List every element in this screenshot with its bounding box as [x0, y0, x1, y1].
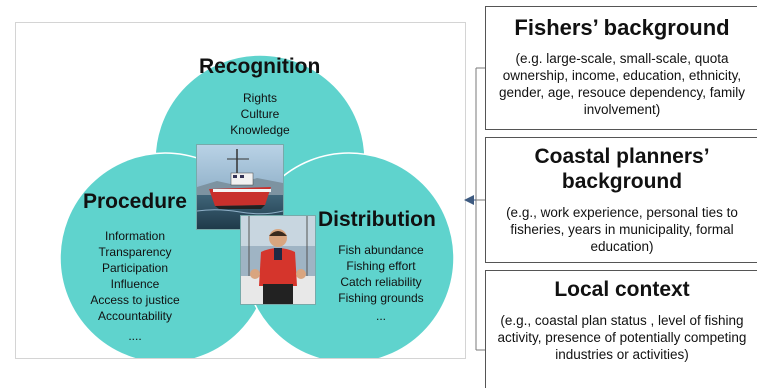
distribution-item: Fishing effort [346, 259, 416, 273]
procedure-item: Information [104, 229, 166, 243]
distribution-item: Catch reliability [340, 275, 422, 289]
procedure-item: .... [128, 329, 142, 343]
distribution-item: ... [375, 309, 386, 323]
local-context-box: Local context (e.g., coastal plan status… [485, 270, 757, 388]
box-body: (e.g., coastal plan status , level of fi… [497, 313, 747, 362]
box-title: Fishers’ background [514, 15, 730, 40]
procedure-item: Participation [101, 261, 169, 275]
box-body: (e.g. large-scale, small-scale, quota ow… [499, 51, 745, 117]
procedure-items: Information Transparency Participation I… [70, 228, 200, 344]
fisher-photo [240, 215, 316, 305]
recognition-items: Rights Culture Knowledge [210, 90, 310, 138]
distribution-item: Fish abundance [338, 243, 424, 257]
distribution-item: Fishing grounds [338, 291, 424, 305]
recognition-item: Knowledge [230, 123, 290, 137]
procedure-item: Accountability [97, 309, 173, 323]
recognition-item: Culture [240, 107, 280, 121]
box-title: Coastal planners’ background [534, 145, 710, 193]
fishing-boat-photo [196, 144, 284, 230]
procedure-title: Procedure [83, 190, 187, 213]
coastal-planners-background-box: Coastal planners’ background (e.g., work… [485, 137, 757, 263]
procedure-item: Influence [110, 277, 160, 291]
distribution-title: Distribution [318, 208, 436, 231]
recognition-item: Rights [242, 91, 277, 105]
fishers-background-box: Fishers’ background (e.g. large-scale, s… [485, 6, 757, 130]
box-title: Local context [554, 278, 690, 301]
venn-diagram-panel: Recognition Rights Culture Knowledge Pro… [15, 22, 466, 359]
procedure-item: Transparency [98, 245, 172, 259]
box-body: (e.g., work experience, personal ties to… [506, 205, 738, 254]
procedure-item: Access to justice [90, 293, 180, 307]
recognition-title: Recognition [199, 55, 321, 78]
distribution-items: Fish abundance Fishing effort Catch reli… [316, 242, 446, 324]
